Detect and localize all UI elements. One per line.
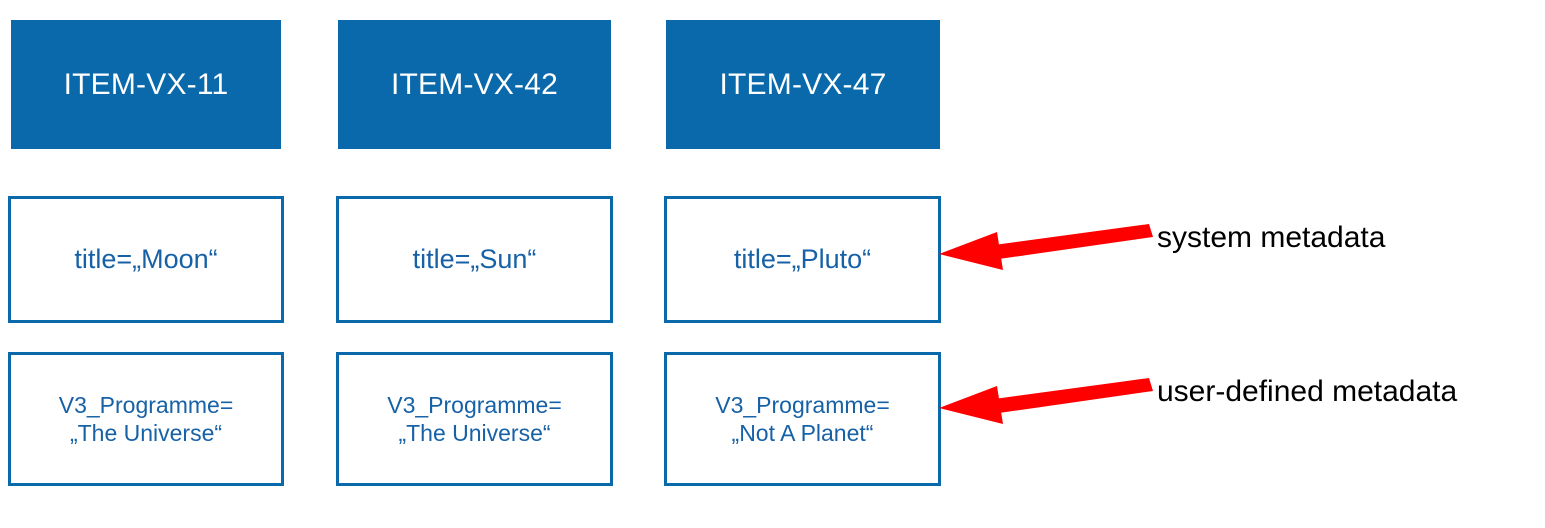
item-id-label-3: ITEM-VX-47: [719, 67, 887, 101]
user-metadata-box-1: V3_Programme= „The Universe“: [8, 352, 284, 486]
system-metadata-text-2: title=„Sun“: [412, 244, 537, 275]
user-metadata-line1-1: V3_Programme=: [58, 391, 234, 418]
user-metadata-text-2: V3_Programme= „The Universe“: [387, 391, 562, 447]
user-metadata-line1-2: V3_Programme=: [387, 391, 562, 418]
system-metadata-box-1: title=„Moon“: [8, 196, 284, 323]
user-metadata-arrow: [939, 378, 1153, 424]
item-box-1: ITEM-VX-11: [11, 20, 281, 149]
user-metadata-line2-3: „Not A Planet“: [731, 420, 874, 446]
user-metadata-line2-1: „The Universe“: [69, 420, 223, 446]
user-metadata-annotation: user-defined metadata: [1157, 375, 1458, 408]
system-metadata-text-1: title=„Moon“: [74, 244, 218, 275]
arrow-head-2: [939, 386, 1003, 424]
user-metadata-text-3: V3_Programme= „Not A Planet“: [715, 391, 890, 447]
system-metadata-box-2: title=„Sun“: [336, 196, 613, 323]
item-box-2: ITEM-VX-42: [338, 20, 611, 149]
user-metadata-box-2: V3_Programme= „The Universe“: [336, 352, 613, 486]
item-box-3: ITEM-VX-47: [666, 20, 940, 149]
user-metadata-line1-3: V3_Programme=: [715, 391, 890, 418]
arrow-shaft-2: [987, 378, 1153, 414]
system-metadata-annotation: system metadata: [1157, 221, 1386, 254]
system-metadata-box-3: title=„Pluto“: [664, 196, 941, 323]
user-metadata-box-3: V3_Programme= „Not A Planet“: [664, 352, 941, 486]
item-id-label-1: ITEM-VX-11: [63, 67, 229, 101]
user-metadata-line2-2: „The Universe“: [398, 420, 551, 446]
system-metadata-text-3: title=„Pluto“: [733, 244, 872, 275]
user-metadata-text-1: V3_Programme= „The Universe“: [59, 391, 234, 447]
system-metadata-arrow: [939, 224, 1153, 270]
arrow-shaft-1: [987, 224, 1153, 260]
item-id-label-2: ITEM-VX-42: [390, 67, 559, 101]
arrow-head-1: [939, 232, 1003, 270]
